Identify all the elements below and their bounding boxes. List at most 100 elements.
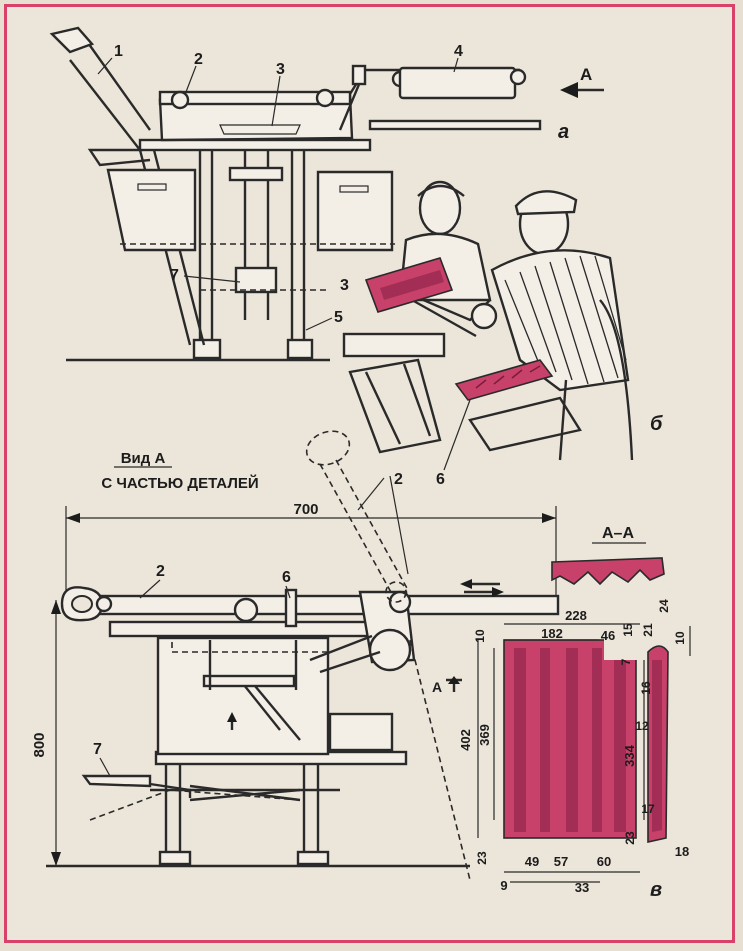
section-mark-a: А: [432, 679, 442, 695]
leader-view-2-upper: [357, 475, 409, 575]
dim-60: 60: [597, 854, 611, 869]
tile-front-notch: [604, 634, 638, 660]
dim-23-right: 23: [623, 831, 637, 845]
label-part-1: 1: [114, 43, 123, 60]
label-b-part-6: 6: [436, 471, 445, 488]
label-b-part-3: 3: [340, 277, 349, 294]
leg-foot-left: [192, 338, 222, 360]
dim-9: 9: [500, 878, 507, 893]
view-legs: [164, 760, 320, 858]
dim-18: 18: [675, 844, 689, 859]
label-part-3: 3: [276, 61, 285, 78]
label-part-5: 5: [334, 309, 343, 326]
view-top-plate: [108, 620, 372, 638]
leader-1: [97, 57, 113, 75]
dim-182: 182: [541, 626, 563, 641]
leader-7: [183, 275, 241, 283]
dim-17: 17: [641, 802, 655, 816]
label-arrow-a: A: [580, 65, 592, 84]
label-part-2: 2: [194, 51, 203, 68]
view-tray-link: [149, 782, 192, 798]
lever-post: [351, 64, 367, 86]
section-line: [409, 639, 471, 881]
lever-swing-pivot: [385, 581, 407, 603]
view-body: [156, 636, 330, 756]
leader-2: [185, 65, 197, 93]
figure-view-a: 700 800: [31, 430, 560, 881]
roller-4-end: [509, 68, 527, 86]
view-lever-bar: [94, 594, 560, 616]
label-view-part-7: 7: [93, 741, 102, 758]
hopper-right: [316, 170, 394, 252]
view-cam-wheel: [368, 628, 412, 672]
operator-2-body: [490, 249, 630, 392]
view-handle-pin: [95, 595, 113, 613]
roller-4: [398, 66, 517, 100]
dim-21: 21: [641, 623, 655, 637]
view-handle-hole: [71, 595, 93, 613]
dim-49: 49: [525, 854, 539, 869]
leader-view-2: [139, 579, 161, 599]
view-inner-link: [239, 679, 301, 741]
operator-2-stripes: [504, 255, 627, 385]
direction-arrow-heads: [460, 579, 504, 597]
view-foot-left: [158, 850, 192, 866]
handle-1-grip: [49, 26, 95, 54]
mini-table: [342, 332, 446, 358]
dim-23-left: 23: [475, 851, 489, 865]
machine-table: [138, 138, 372, 152]
dim-24: 24: [657, 599, 671, 613]
rod-collar: [228, 166, 284, 182]
part-7-block: [234, 266, 278, 294]
view-side-box: [328, 712, 394, 752]
mini-lever-wheel: [470, 302, 498, 330]
operator-1-scarf: [417, 184, 465, 197]
tile-on-tray-6: [454, 359, 554, 401]
figure-v-tile: А–А 228 182 46 15 21 24 10 10 7 16 12: [458, 525, 691, 901]
tile-front-ribs: [514, 648, 626, 832]
dim-57: 57: [554, 854, 568, 869]
dim-12: 12: [635, 719, 649, 733]
dim-33: 33: [575, 880, 589, 895]
leader-view-7: [99, 757, 111, 777]
inner-up-arrow-head: [227, 712, 237, 722]
mini-machine-braces: [364, 363, 432, 445]
arrow-a-head: [560, 82, 578, 98]
label-part-4: 4: [454, 43, 463, 60]
dim-800-text: 800: [31, 732, 48, 757]
operator-2-legs: [558, 299, 634, 461]
subfigure-v-label: в: [650, 879, 662, 901]
label-view-part-2-upper: 2: [394, 471, 403, 488]
view-post-6: [284, 588, 298, 628]
hopper-left-slot: [137, 183, 167, 191]
mini-machine-frame: [348, 358, 442, 454]
view-tray-7: [81, 774, 152, 788]
output-tray: [468, 396, 582, 452]
section-aa-profile: [551, 557, 665, 586]
leader-3: [271, 75, 281, 127]
operator-2-beret: [514, 190, 578, 216]
view-a-title: Вид А: [121, 450, 166, 467]
handle-1: [60, 38, 151, 167]
view-cam-links: [309, 634, 381, 674]
leader-view-6: [285, 585, 291, 599]
lever-swing-path: [319, 459, 409, 595]
bearing-right: [315, 88, 335, 108]
tile-held-3-ridge: [380, 270, 444, 300]
dim-334: 334: [622, 744, 637, 766]
subfigure-b-label: б: [650, 413, 663, 435]
view-roller: [233, 597, 259, 623]
section-mark-head: [448, 676, 460, 684]
dim-228: 228: [565, 608, 587, 623]
label-view-part-2: 2: [156, 563, 165, 580]
view-foot-right: [296, 850, 330, 866]
view-inner-plate: [202, 674, 296, 688]
leader-5: [305, 317, 333, 331]
lever-swing-handle: [305, 430, 351, 466]
label-part-7: 7: [170, 267, 179, 284]
feed-tray: [368, 119, 542, 131]
dim-15: 15: [621, 623, 635, 637]
hopper-right-slot: [339, 185, 369, 193]
tile-side-ridge: [652, 660, 662, 832]
